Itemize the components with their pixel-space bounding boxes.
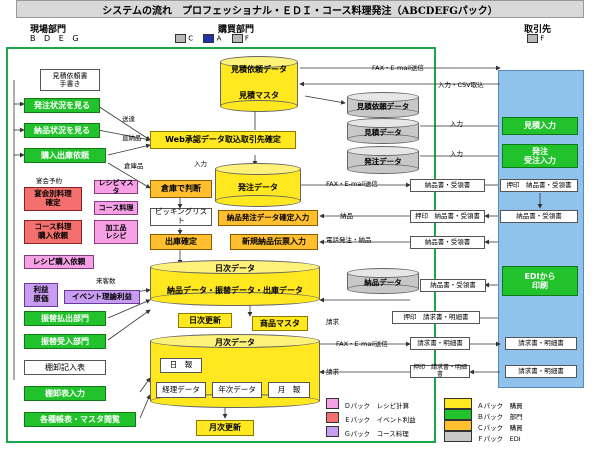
nichiji-koshin-box[interactable]: 日次更新 [178,313,232,328]
furikae-out-button[interactable]: 振替払出部門 [24,311,106,326]
doc-nohinsho-1[interactable]: 納品書・受領書 [410,179,485,192]
tanaoroshi-kinyu-box[interactable]: 棚卸記入表 [24,360,106,375]
nippo-box[interactable]: 日 報 [160,358,202,373]
code-c: C [188,34,194,43]
page-title: システムの流れ プロフェッショナル・ＥＤＩ・コース料理発注（ABCDEFGパック… [102,5,498,17]
label-fax-mail2: FAX・E-mail送信 [326,180,378,188]
code-f-icon [231,34,243,43]
hatchu-uke-box[interactable]: 発注 受注入力 [502,144,578,168]
shukko-kakutei-box[interactable]: 出庫確定 [150,234,212,250]
mitsumori-data2-cylinder[interactable]: 見積データ [347,118,419,144]
label-nyuryoku1: 入力 [194,160,207,168]
hatchu-status-button[interactable]: 発注状況を見る [24,98,100,113]
legend-f-swatch [444,431,472,442]
soko-handan-box[interactable]: 倉庫で判断 [150,180,212,198]
chohyo-button[interactable]: 各種帳表・マスタ閲覧 [24,412,136,427]
mitsumori-data-cylinder[interactable]: 見積依頼データ 見積マスタ [220,56,298,112]
label-denwa: 電話発注・納品 [326,236,372,244]
label-fax-mail3: FAX・E-mail送信 [336,340,388,348]
shinki-nohin-box[interactable]: 新規納品伝票入力 [230,234,318,250]
label-seikyu2: 請求 [326,368,339,376]
nohin-data-cylinder[interactable]: 納品データ [347,268,419,294]
keiri-data-box[interactable]: 経理データ [156,382,206,398]
dept-vendor: 取引先 [524,25,552,35]
code-f2-icon [527,34,538,43]
enkai-ryori-box[interactable]: 宴会別料理 確定 [24,187,82,211]
dept-site-codes: B D E G [30,34,82,43]
doc-seikyu-3[interactable]: 請求書・明細書 [505,365,577,378]
legend-c-swatch [444,420,472,431]
picking-list-box[interactable]: ピッキングリスト [150,208,212,226]
legend-a-swatch [444,398,472,409]
doc-oin-seikyu-2[interactable]: 押印 請求書・明細書 [410,364,470,378]
legend-g-swatch [326,426,339,437]
mitsumori-irai-data2-cylinder[interactable]: 見積依頼データ [347,92,419,118]
rieki-genka-box[interactable]: 利益 原価 [24,283,58,307]
dept-purchase: 購買部門 [218,25,255,35]
web-confirm-box[interactable]: Web承認データ取込取引先確定 [150,131,296,149]
doc-seikyu-1[interactable]: 請求書・明細書 [410,337,470,350]
legend-a: Ａパック 購買 [444,393,523,412]
legend-e: Ｅパック イベント利益 [326,407,416,426]
nenji-data-box[interactable]: 年次データ [212,382,262,398]
dept-vendor-code: F [527,34,544,43]
label-sohin: 送達 [122,115,135,123]
legend-c: Ｃパック 購買 [444,415,523,434]
event-rieki-box[interactable]: イベント理論利益 [64,290,140,304]
nohin-status-button[interactable]: 納品状況を見る [24,123,100,138]
furikae-in-button[interactable]: 振替受入部門 [24,334,106,349]
code-a-icon [203,34,215,43]
code-f: F [244,34,249,43]
label-sokohin: 倉庫品 [124,162,144,170]
geppo-box[interactable]: 月 報 [268,382,310,398]
label-chokunohin: 直納品 [122,134,142,142]
label-nyuryoku2: 入力 [450,120,463,128]
doc-seikyu-2[interactable]: 請求書・明細書 [505,337,577,350]
title-bar: システムの流れ プロフェッショナル・ＥＤＩ・コース料理発注（ABCDEFGパック… [16,0,584,18]
legend: Ｄパック レシピ計算 Ｅパック イベント利益 Ｇパック コース料理 Ａパック 購… [326,393,596,445]
dept-purchase-codes: C A F [175,34,295,46]
doc-nohinsho-3[interactable]: 納品書・受領書 [410,236,485,249]
code-a: A [216,34,222,43]
nohin-hatchu-kakutei-box[interactable]: 納品発注データ確定入力 [218,210,318,226]
course-ryori-box[interactable]: コース料理 [94,201,138,215]
mitsumori-input-box[interactable]: 見積入力 [502,117,578,135]
recipe-master-box[interactable]: レシピマスタ [94,179,138,195]
hatchu-data-cylinder[interactable]: 発注データ [215,163,301,207]
label-seikyu: 請求 [326,318,339,326]
legend-g: Ｇパック コース料理 [326,421,409,440]
legend-d: Ｄパック レシピ計算 [326,393,409,412]
legend-f: Ｆパック EDI [444,426,521,445]
getsuji-koshin-box[interactable]: 月次更新 [196,420,254,436]
legend-b: Ｂパック 部門 [444,404,523,423]
doc-nohinsho-4[interactable]: 納品書・受領書 [420,279,486,292]
label-fax-mail1: FAX・E-mail送信 [372,64,424,72]
dept-site: 現場部門 [30,25,67,35]
doc-oin-nohin-1[interactable]: 押印 納品書・受領書 [500,179,578,192]
mitsumori-request-handwritten[interactable]: 見積依頼書 手書き [40,69,100,91]
shohin-master-box[interactable]: 商品マスタ [252,316,308,331]
doc-oin-nohin-2[interactable]: 押印 納品書・受領書 [410,210,485,223]
nichiji-data-cylinder[interactable]: 日次データ 納品データ・振替データ・出庫データ [150,260,320,306]
edi-print-box[interactable]: EDIから 印刷 [502,266,578,296]
raikyakusu-label: 来客数 [96,277,116,285]
recipe-request-box[interactable]: レシピ購入依頼 [24,255,94,269]
doc-oin-seikyu-1[interactable]: 押印 請求書・明細書 [392,311,480,324]
kakohin-recipe-box[interactable]: 加工品 レシピ [94,220,138,244]
label-input-csv: 入力・CSV取込 [438,81,484,89]
legend-b-swatch [444,409,472,420]
enkai-yoyaku-label: 宴会予約 [36,177,62,185]
course-request-box[interactable]: コース料理 購入依頼 [24,220,82,244]
tanaoroshi-input-button[interactable]: 棚卸表入力 [24,386,106,401]
shukko-request-button[interactable]: 購入出庫依頼 [24,148,106,163]
doc-nohinsho-2[interactable]: 納品書・受領書 [500,210,578,223]
code-c-icon [175,34,186,43]
label-nohin: 納品 [340,212,353,220]
hatchu-data2-cylinder[interactable]: 発注データ [347,146,419,174]
label-nyuryoku3: 入力 [450,150,463,158]
